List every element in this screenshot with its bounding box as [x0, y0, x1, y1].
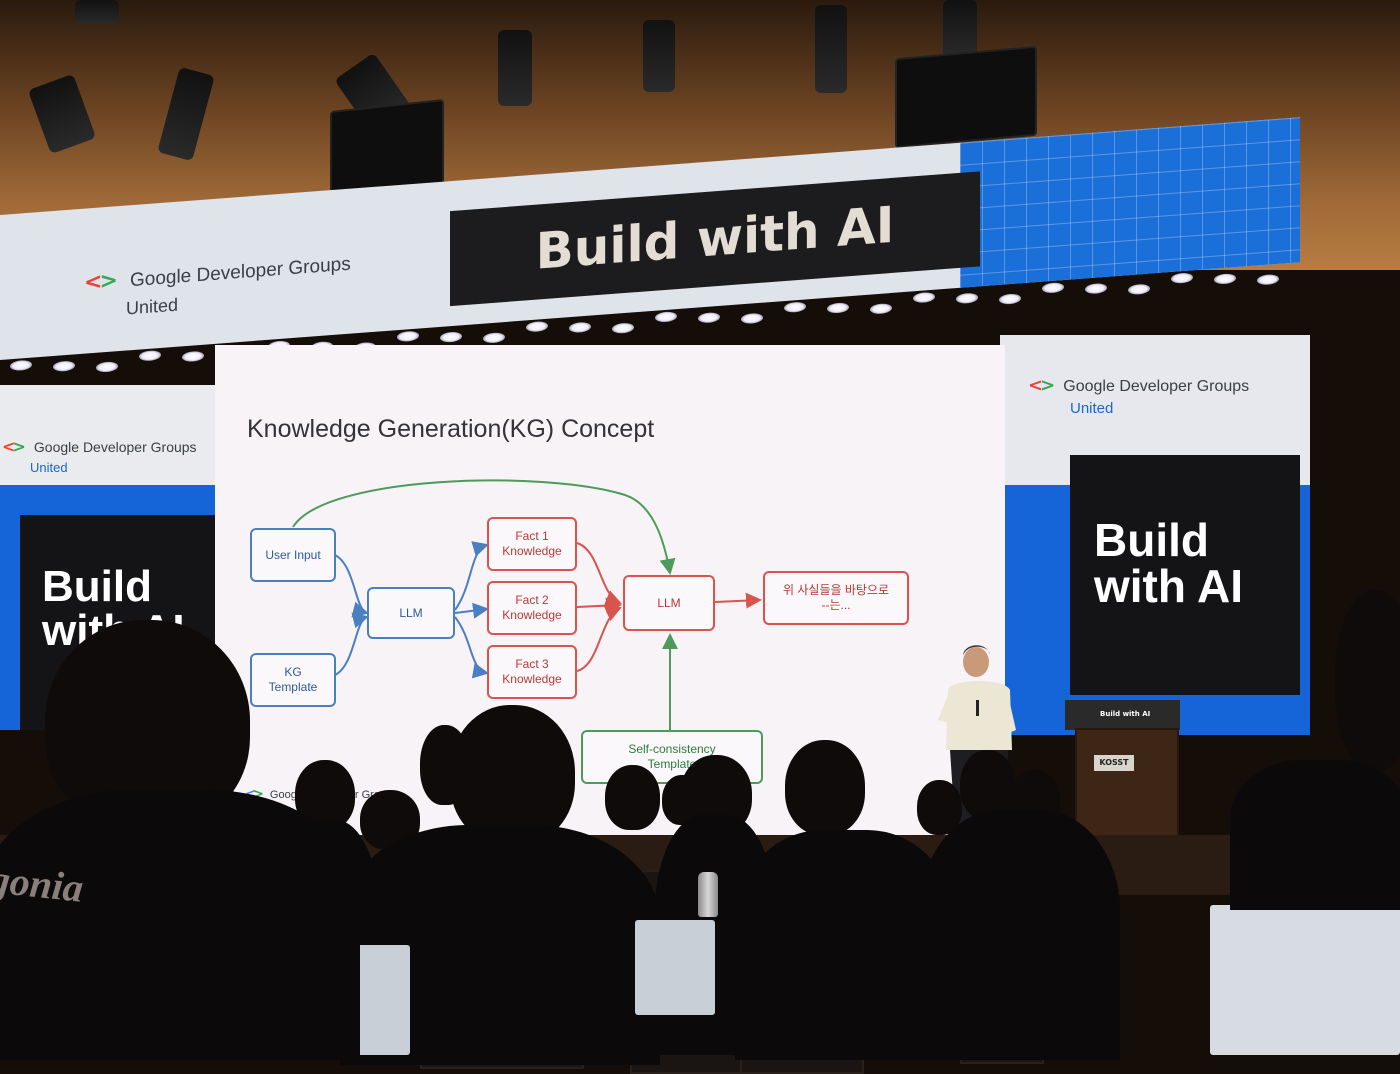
- left-logo-name: Google Developer Groups: [33, 439, 197, 455]
- spotlight: [815, 5, 847, 93]
- connector-user-to-llm2-arc: [292, 479, 676, 575]
- node-llm-second: LLM: [623, 575, 715, 631]
- right-led-panel: <> Google Developer Groups United Build …: [1000, 335, 1310, 735]
- audience-head: [450, 705, 575, 845]
- left-logo-sub: United: [30, 460, 68, 475]
- audience-body: [1230, 760, 1400, 910]
- connector-llm-to-fact1: [454, 541, 489, 611]
- node-fact3: Fact 3 Knowledge: [487, 645, 577, 699]
- node-output-label: 위 사실들을 바탕으로 --는...: [782, 583, 890, 612]
- slide-title: Knowledge Generation(KG) Concept: [247, 415, 655, 443]
- node-fact2: Fact 2 Knowledge: [487, 581, 577, 635]
- presentation-slide: Knowledge Generation(KG) Concept User In…: [215, 345, 1005, 835]
- right-dark-block: Build with AI: [1070, 455, 1300, 695]
- audience-body: [920, 810, 1120, 1060]
- connector-llm2-to-output: [714, 592, 762, 609]
- shirt-print: gonia: [0, 856, 86, 911]
- right-logo-sub: United: [1070, 400, 1114, 417]
- node-user-input: User Input: [250, 528, 336, 582]
- connector-fact2-to-llm2: [576, 597, 622, 614]
- audience-head: [785, 740, 865, 835]
- podium-screen: [1065, 700, 1180, 730]
- connector-kg-to-llm: [334, 612, 369, 676]
- audience-head: [1335, 590, 1400, 770]
- node-kg-template: KG Template: [250, 653, 336, 707]
- spotlight: [75, 0, 119, 24]
- node-llm-second-label: LLM: [657, 595, 681, 610]
- gdg-logo-icon: <>: [1028, 375, 1055, 396]
- audience-body: [735, 830, 955, 1060]
- gdg-logo-icon: <>: [2, 437, 26, 456]
- node-kg-template-label: KG Template: [268, 665, 318, 694]
- spotlight: [498, 30, 532, 106]
- laptop-screen: [1210, 905, 1400, 1055]
- node-fact2-label: Fact 2 Knowledge: [502, 593, 562, 622]
- node-llm-first: LLM: [367, 587, 455, 639]
- laptop-screen: [635, 920, 715, 1015]
- left-panel-logo: <> Google Developer Groups United: [2, 437, 197, 475]
- node-fact1-label: Fact 1 Knowledge: [502, 529, 562, 558]
- node-fact3-label: Fact 3 Knowledge: [502, 657, 562, 686]
- right-build-text: Build with AI: [1094, 514, 1244, 612]
- audience-head: [917, 780, 962, 835]
- podium-badge: KOSST: [1094, 755, 1134, 771]
- spotlight: [643, 20, 675, 92]
- connector-fact3-to-llm2: [576, 606, 622, 672]
- node-fact1: Fact 1 Knowledge: [487, 517, 577, 571]
- audience: [295, 590, 1400, 1074]
- spotlight: [943, 0, 977, 58]
- water-bottle: [698, 872, 718, 917]
- node-self-consistency-label: Self-consistency Template: [628, 742, 716, 771]
- node-output: 위 사실들을 바탕으로 --는...: [763, 571, 909, 625]
- audience-body: [0, 790, 360, 1060]
- diagram-connectors: [292, 479, 762, 730]
- right-logo-name: Google Developer Groups: [1063, 378, 1250, 395]
- node-user-input-label: User Input: [265, 547, 321, 562]
- right-panel-logo: <> Google Developer Groups United: [1028, 375, 1249, 417]
- connector-user-to-llm: [334, 554, 369, 618]
- audience-head: [605, 765, 660, 830]
- connector-llm-to-fact3: [454, 616, 489, 679]
- podium-label: Build with AI: [1100, 710, 1151, 718]
- node-llm-first-label: LLM: [399, 605, 423, 620]
- connector-llm-to-fact2: [454, 602, 489, 619]
- audience-head: [960, 750, 1015, 820]
